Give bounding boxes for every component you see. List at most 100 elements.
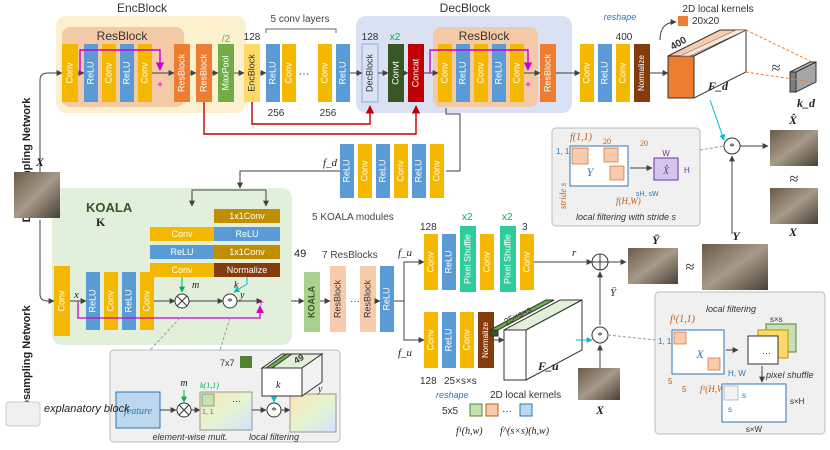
local-kernels-2d-low: 2D local kernels [490,390,561,401]
encblock-title: EncBlock [117,1,168,15]
block-convt-label: Convt [390,61,400,85]
koala-kernel-branch: Conv ReLU Conv 1x1Conv ReLU 1x1Conv Norm… [150,209,306,277]
block-relu-label: ReLU [377,159,387,182]
kd-label: k_d [797,96,816,110]
block-conv-label: Conv [511,62,521,84]
block-relu-label: ReLU [599,61,609,84]
f1-11-label: f¹(1,1) [670,314,696,325]
seven-resblocks-label: 7 ResBlocks [322,250,378,261]
local-filtering-caption: local filtering [249,432,299,442]
block-normalize [634,44,650,102]
block-pixelshuffle-label: Pixel Shuffle [502,234,512,284]
block-normalize-label: Normalize [481,321,490,358]
kernel-5x5: 5x5 [442,406,459,417]
stride-output-xhat [653,157,679,181]
kernel-swatch-3 [519,403,533,417]
block-relu-label: ReLU [170,247,193,257]
kernel-7x7-swatch [240,356,252,368]
koala-m-label: m [192,280,199,291]
block-conv [438,44,452,102]
channels-128-low: 128 [420,376,437,387]
block-conv-label: Conv [105,290,115,312]
ellipsis-kernels: ··· [502,406,512,417]
block-relu [120,44,134,102]
channels-128-b: 128 [362,32,379,43]
block-conv [318,44,332,102]
x-label-low: X [595,403,605,417]
stride-H-label: H [684,166,690,175]
block-conv-label: Conv [359,160,369,182]
decblock-title: DecBlock [440,1,492,15]
one-one-up: 1, 1 [658,337,672,346]
stride-kernel-patch [571,147,589,165]
five-label-b: 5 [682,385,687,394]
five-conv-layers-label: 5 conv layers [271,14,330,25]
block-encblock [244,44,260,102]
block-conv [474,44,488,102]
block-resblock-label: ResBlock [362,279,372,318]
residual-arrow-dec [429,49,533,73]
block-conv-label: Conv [103,62,113,84]
block-relu [266,44,280,102]
koala-explainer: feature m k(1,1) 1, 1 ··· * y element-wi… [115,378,337,442]
ybar-label: Ȳ [652,233,661,247]
upsampling-network-label: Upsampling Network [21,304,33,414]
y-label: Y [732,229,741,243]
block-resblock-label: ResBlock [332,279,342,318]
local-conv-symbol: * [227,296,233,308]
x-input-label: X [35,155,45,169]
block-1x1conv-label: 1x1Conv [229,211,265,221]
ybar-label-side: Ȳ [610,287,618,299]
kernel-swatch-1 [469,403,483,417]
block-relu-label: ReLU [493,61,503,84]
block-normalize-label: Normalize [637,54,646,91]
block-relu [598,44,612,102]
sxW-label: s×W [746,425,763,434]
elementwise-caption: element-wise mult. [152,432,227,442]
residual-arrow-enc [79,49,165,73]
block-encblock-label: EncBlock [246,54,256,92]
x-ground-truth-image [770,188,818,224]
fd-branch: ReLU Conv ReLU Conv ReLU Conv [340,144,444,198]
sxH-label: s×H [790,397,805,406]
channels-128-a: 128 [244,32,261,43]
s-label-b: s [728,405,732,414]
upsample-conv-symbol: * [597,330,603,342]
channels-256-a: 256 [268,108,285,119]
hw-label: H, W [728,369,746,378]
block-1x1conv-label: 1x1Conv [229,247,265,257]
five-conv-bracket [265,28,337,33]
residual-plus-enc: + [157,80,163,91]
upsample-rgb-branch: 128 Conv ReLU x2 Pixel Shuffle Conv x2 P… [420,212,534,292]
fd-label: f_d [323,157,338,169]
ellipsis-explain: ··· [232,396,241,406]
explanatory-legend-label: explanatory block [44,403,130,415]
fu-label-a: f_u [398,247,413,259]
block-resblock-up [330,266,346,332]
output-images-right: X̂ ≈ X [770,113,818,239]
pixelshuffle-x2-b: x2 [502,212,513,223]
block-resblock-label: ResBlock [198,53,208,92]
block-conv [138,44,152,102]
block-concat-label: Concat [410,58,420,87]
feature-label: feature [124,406,153,417]
kernel-swatch-2 [485,403,499,417]
x-label-up-explain: X [695,347,704,361]
upsample-kernel-branch: Conv ReLU Conv Normalize 128 25×s×s [420,312,494,387]
block-pixelshuffle-label: Pixel Shuffle [462,234,472,284]
pool-factor: /2 [222,34,231,45]
reshape-label-top: reshape [604,12,637,22]
x-input-image-low [578,368,620,400]
x-input-image [14,172,60,218]
stride-label: stride s [558,182,568,209]
koala-k-label: k [234,280,239,291]
f1-hw-label: f¹(h,w) [456,426,483,437]
channels-128-up: 128 [420,222,437,233]
one-one-koala: 1, 1 [202,409,214,416]
block-conv-label: Conv [461,329,471,351]
fd-tensor-label: F_d [707,79,729,93]
block-relu-label: ReLU [337,61,347,84]
k-label-explain: k [276,380,281,391]
sxs-label: s×s [770,315,783,324]
explanatory-legend-swatch [5,401,41,427]
